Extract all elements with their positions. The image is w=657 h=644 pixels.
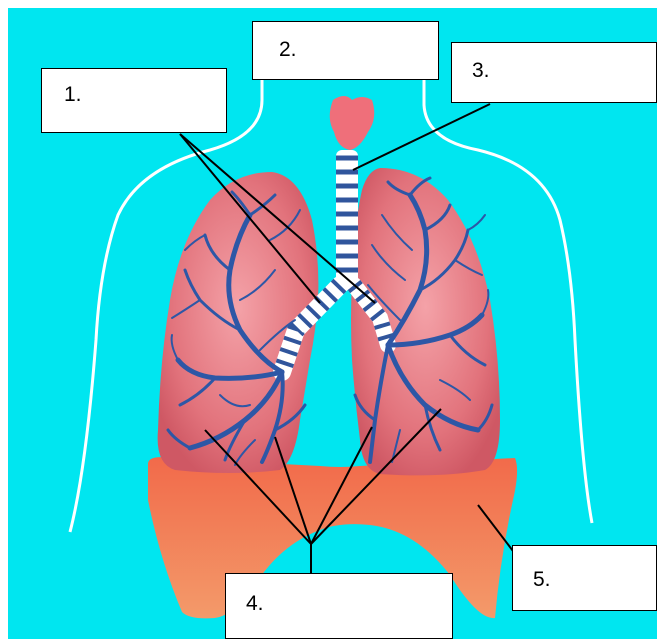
- label-3-text: 3.: [472, 59, 490, 82]
- label-box-2[interactable]: 2.: [252, 21, 439, 80]
- label-5-text: 5.: [533, 568, 551, 591]
- label-box-3[interactable]: 3.: [451, 42, 657, 103]
- label-box-5[interactable]: 5.: [512, 545, 657, 611]
- label-1-text: 1.: [64, 83, 82, 106]
- label-2-text: 2.: [279, 38, 297, 61]
- label-box-4[interactable]: 4.: [225, 573, 453, 639]
- label-box-1[interactable]: 1.: [41, 68, 227, 133]
- label-4-text: 4.: [246, 592, 264, 615]
